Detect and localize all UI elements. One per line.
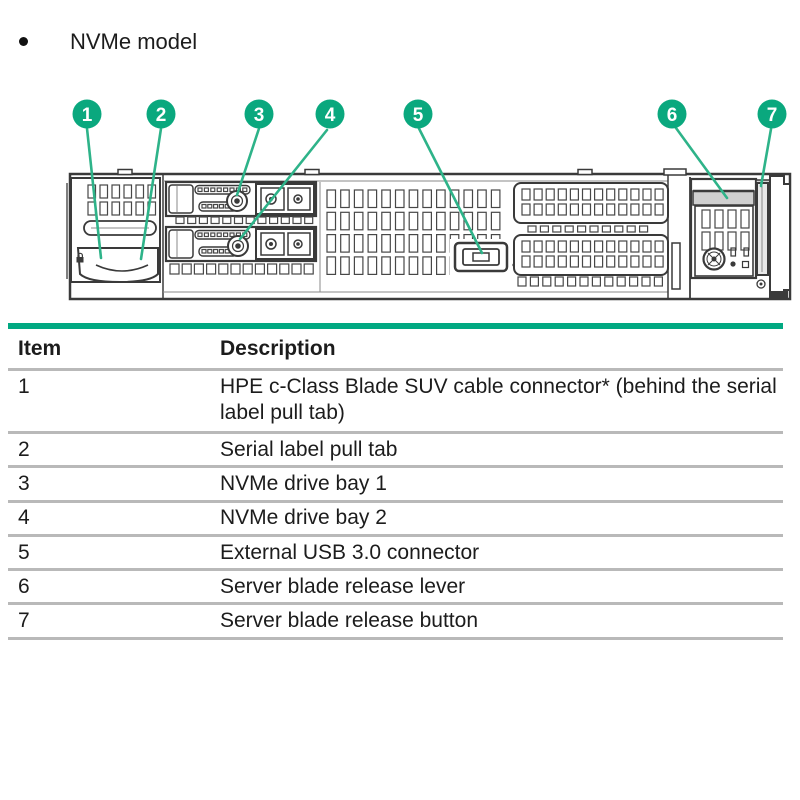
table-header-row: Item Description (8, 329, 783, 371)
description-cell: NVMe drive bay 1 (220, 471, 387, 495)
table-accent-bar (8, 323, 783, 329)
item-cell: 2 (18, 437, 30, 461)
leader-line-5 (417, 127, 484, 255)
svg-text:2: 2 (156, 105, 167, 126)
list-item-label: NVMe model (70, 29, 198, 54)
callout-marker-7: 7 (757, 99, 787, 129)
nvme-drive-bay-1-drawing (164, 180, 318, 218)
svg-text:4: 4 (325, 105, 336, 126)
item-cell: 5 (18, 540, 30, 564)
item-cell: 3 (18, 471, 30, 495)
lever-thumbscrew-icon (702, 247, 726, 271)
description-cell: Server blade release button (220, 609, 478, 633)
table-row: 3 NVMe drive bay 1 (8, 468, 783, 503)
table-row: 4 NVMe drive bay 2 (8, 503, 783, 537)
nvme-drive-bay-2-drawing (164, 225, 318, 263)
interbay-vent-row (175, 216, 314, 225)
item-cell: 1 (18, 375, 30, 398)
bottom-vent-row (169, 263, 314, 275)
lever-indicator-icons (730, 247, 750, 269)
drive-latch-thumbscrew-icon (227, 235, 249, 257)
callout-marker-3: 3 (244, 99, 274, 129)
table-row: 6 Server blade release lever (8, 571, 783, 606)
leader-line-2 (139, 127, 163, 261)
serial-label-pull-tab-drawing (76, 247, 159, 284)
leader-line-7 (759, 127, 773, 188)
callout-marker-5: 5 (403, 99, 433, 129)
leader-line-6 (674, 126, 729, 200)
callout-marker-4: 4 (315, 99, 345, 129)
front-panel-figure: 1 2 3 4 5 6 7 (0, 85, 800, 320)
svg-text:6: 6 (667, 105, 678, 126)
svg-text:7: 7 (767, 105, 778, 126)
release-lever-drawing (667, 175, 758, 298)
right-vent-panels-drawing (513, 182, 669, 287)
usb-connector-drawing (450, 239, 516, 275)
table-row: 2 Serial label pull tab (8, 434, 783, 469)
description-cell: Server blade release lever (220, 574, 466, 598)
server-blade-illustration: 1 2 3 4 5 6 7 (66, 99, 792, 301)
column-header-description: Description (220, 336, 336, 360)
column-header-item: Item (18, 336, 62, 360)
svg-text:5: 5 (413, 105, 424, 126)
item-description-table: Item Description 1 HPE c-Class Blade SUV… (8, 323, 783, 640)
description-cell: HPE c-Class Blade SUV cable connector* (… (220, 375, 777, 424)
table-row: 1 HPE c-Class Blade SUV cable connector*… (8, 371, 783, 434)
release-button-drawing (755, 175, 791, 299)
description-cell: External USB 3.0 connector (220, 540, 480, 564)
leader-line-4 (238, 128, 329, 241)
list-bullet-icon (19, 37, 28, 46)
item-cell: 4 (18, 506, 30, 530)
callout-marker-6: 6 (657, 99, 687, 129)
leader-line-1 (85, 127, 103, 260)
list-item-nvme-model: NVMe model (0, 28, 800, 56)
table-row: 7 Server blade release button (8, 605, 783, 640)
item-cell: 6 (18, 574, 30, 598)
table-row: 5 External USB 3.0 connector (8, 537, 783, 572)
lock-icon (76, 252, 84, 263)
svg-text:3: 3 (254, 105, 265, 126)
svg-text:1: 1 (82, 105, 93, 126)
description-cell: NVMe drive bay 2 (220, 506, 387, 530)
item-cell: 7 (18, 609, 30, 633)
callout-marker-2: 2 (146, 99, 176, 129)
description-cell: Serial label pull tab (220, 437, 398, 461)
leader-line-3 (235, 127, 261, 197)
callout-marker-1: 1 (72, 99, 102, 129)
